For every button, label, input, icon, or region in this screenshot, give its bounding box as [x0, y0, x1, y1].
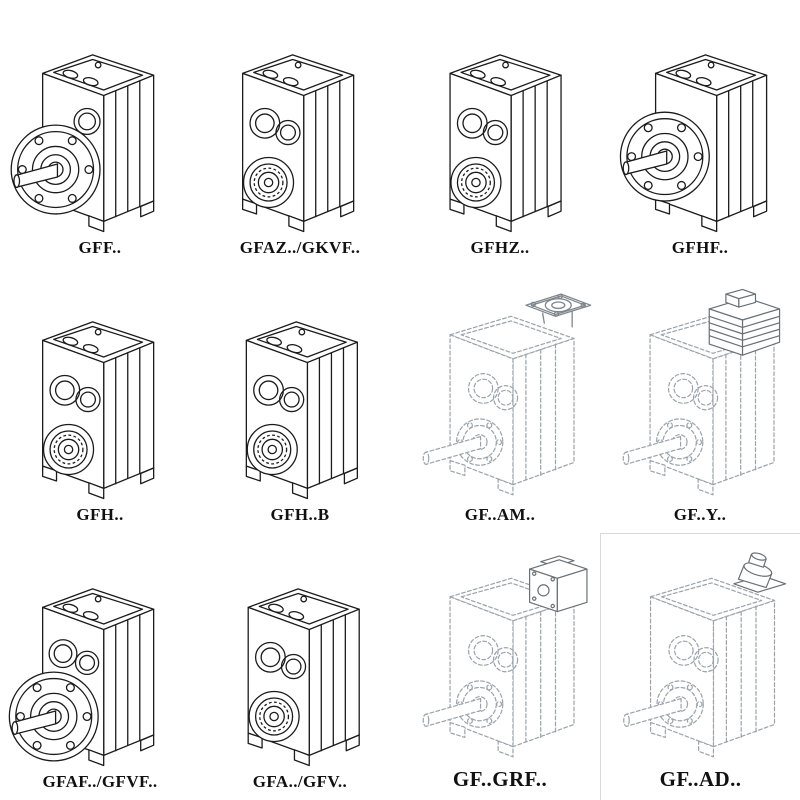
model-label-gfhf: GFHF.. [671, 238, 729, 258]
catalog-cell-gfaz-gkvf: GFAZ../GKVF.. [200, 0, 400, 267]
catalog-cell-gf-am: GF..AM.. [400, 266, 600, 534]
gearbox-flange-low-drawing [2, 550, 198, 772]
gearbox-coupling-adapter-drawing [402, 545, 598, 767]
gearbox-with-motor-drawing [602, 283, 798, 505]
gearbox-hollow-shaft-drawing [202, 283, 398, 505]
gearbox-hollow-shaft-drawing [402, 16, 598, 238]
model-label-gfhz: GFHZ.. [470, 238, 530, 258]
gearbox-input-shaft-adapter-drawing [603, 545, 798, 767]
model-label-gf-grf: GF..GRF.. [452, 766, 548, 791]
model-label-gfh-b: GFH..B [270, 504, 330, 524]
catalog-cell-gfh-b: GFH..B [200, 266, 400, 534]
model-label-gfaf-gfvf: GFAF../GFVF.. [42, 771, 158, 791]
model-label-gfh: GFH.. [76, 504, 124, 524]
gearbox-flange-front-drawing [602, 16, 798, 238]
catalog-cell-gfh: GFH.. [0, 266, 200, 534]
catalog-cell-gf-ad: GF..AD.. [600, 533, 800, 800]
gearbox-hollow-shaft-drawing [202, 16, 398, 238]
model-label-gf-ad: GF..AD.. [659, 766, 742, 791]
catalog-cell-gfaf-gfvf: GFAF../GFVF.. [0, 533, 200, 800]
gearbox-hollow-shaft-drawing [202, 550, 398, 772]
gearbox-flange-output-drawing [2, 16, 198, 238]
catalog-cell-gfa-gfv: GFA../GFV.. [200, 533, 400, 800]
gearbox-input-flange-adapter-drawing [402, 283, 598, 505]
catalog-cell-gfhz: GFHZ.. [400, 0, 600, 267]
model-label-gf-am: GF..AM.. [464, 504, 536, 524]
model-label-gff: GFF.. [78, 238, 122, 258]
model-label-gfa-gfv: GFA../GFV.. [252, 771, 348, 791]
catalog-cell-gfhf: GFHF.. [600, 0, 800, 267]
gearbox-hollow-shaft-drawing [2, 283, 198, 505]
catalog-cell-gf-y: GF..Y.. [600, 266, 800, 534]
model-label-gf-y: GF..Y.. [673, 504, 727, 524]
catalog-cell-gff: GFF.. [0, 0, 200, 267]
model-label-gfaz-gkvf: GFAZ../GKVF.. [239, 238, 361, 258]
catalog-cell-gf-grf: GF..GRF.. [400, 533, 600, 800]
